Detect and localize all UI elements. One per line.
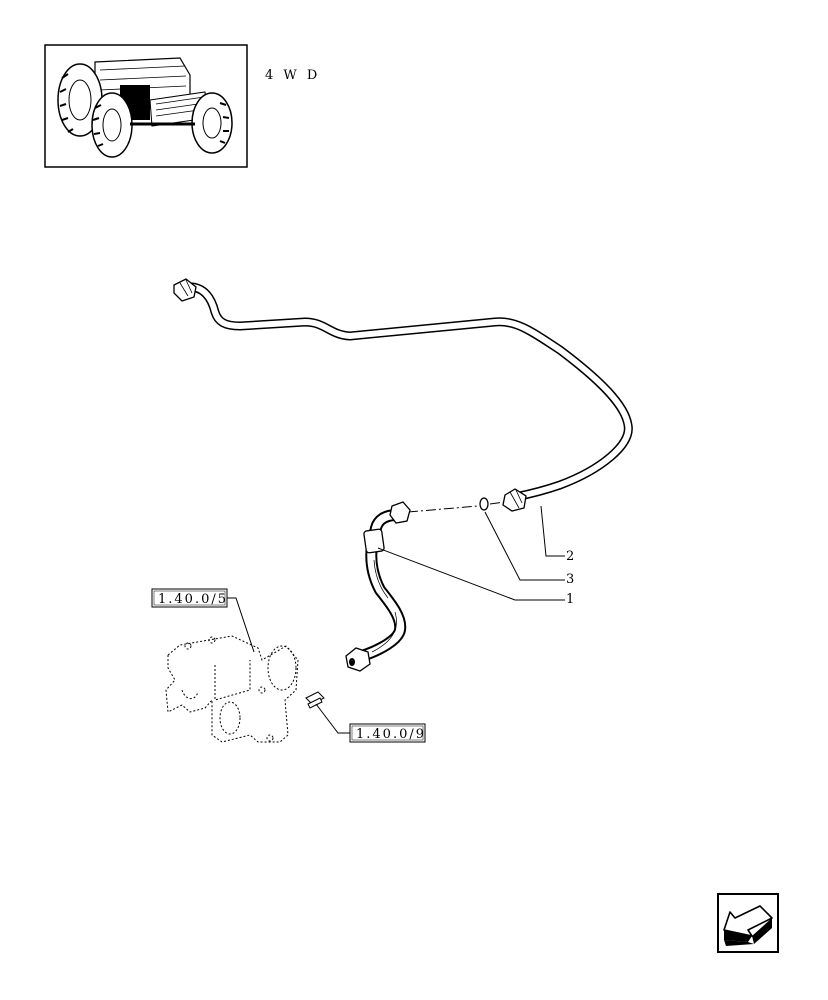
ref-lower-label: 1.40.0/9 bbox=[356, 727, 426, 742]
ref-box-lower[interactable]: 1.40.0/9 bbox=[349, 723, 426, 743]
reference-fitting bbox=[305, 691, 325, 709]
callout-3: 3 bbox=[566, 572, 574, 587]
pipe-left-nut bbox=[173, 278, 197, 302]
pipe-part-2 bbox=[173, 278, 633, 512]
assembly-axis-line bbox=[407, 501, 505, 513]
reference-housing bbox=[165, 635, 299, 743]
ref-lower-leader bbox=[315, 703, 350, 734]
arrow-left-icon[interactable] bbox=[717, 893, 779, 953]
variant-label: 4 W D bbox=[265, 68, 320, 83]
o-ring-part-3 bbox=[479, 497, 489, 511]
callout-3-leader bbox=[484, 511, 565, 581]
ref-upper-label: 1.40.0/5 bbox=[158, 592, 228, 607]
pipe-right-fitting bbox=[502, 488, 527, 512]
hose-part-1 bbox=[345, 501, 411, 672]
tractor-thumbnail bbox=[44, 44, 248, 168]
callout-2: 2 bbox=[566, 549, 574, 564]
callout-2-leader bbox=[540, 505, 565, 557]
callout-1: 1 bbox=[566, 592, 574, 607]
hose-bottom-nut bbox=[345, 647, 371, 672]
callout-1-leader bbox=[377, 547, 565, 601]
hose-crimp-collar bbox=[363, 528, 385, 554]
hose-top-nut bbox=[389, 501, 411, 524]
ref-upper-leader bbox=[227, 597, 255, 653]
ref-box-upper[interactable]: 1.40.0/5 bbox=[151, 588, 228, 608]
